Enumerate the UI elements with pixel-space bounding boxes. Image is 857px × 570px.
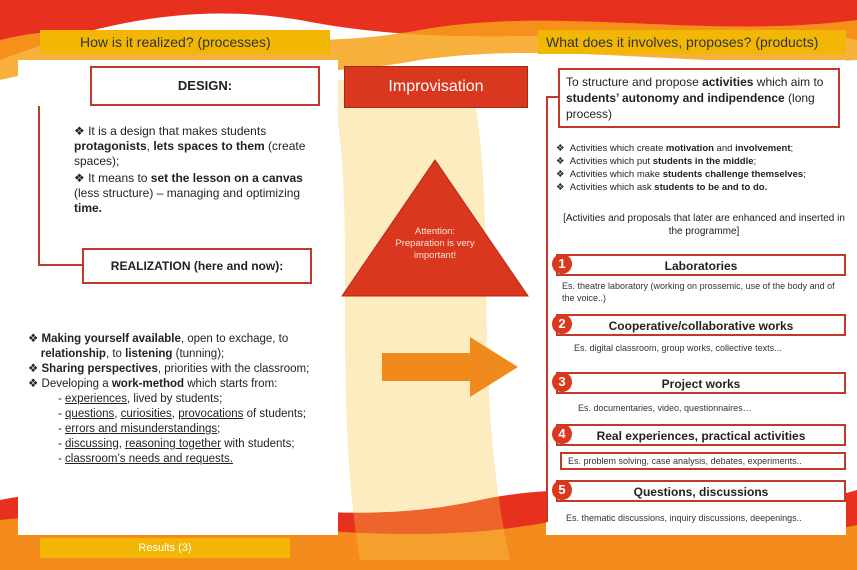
category-title: Project works (661, 377, 741, 391)
activity-item: ❖ Activities which put students in the m… (556, 156, 757, 167)
left-header: How is it realized? (processes) (40, 30, 330, 54)
design-title: DESIGN: (177, 78, 233, 93)
category-real-experiences: Real experiences, practical activities (556, 424, 846, 446)
method-sublist: - experiences, lived by students; - ques… (28, 392, 348, 467)
connector-line (546, 96, 548, 522)
attention-text: Attention: Preparation is very important… (395, 226, 475, 261)
activity-item: ❖ Activities which make students challen… (556, 169, 806, 180)
method-subitem: - errors and misunderstandings; (58, 423, 221, 435)
category-number: 1 (552, 254, 572, 274)
method-bullets: ❖ Making yourself available, open to exc… (28, 332, 348, 467)
design-bullets: ❖ It is a design that makes students pro… (74, 124, 324, 216)
design-bullet: ❖ It is a design that makes students pro… (74, 124, 306, 168)
category-title: Laboratories (664, 259, 738, 273)
category-title: Cooperative/collaborative works (608, 319, 794, 333)
activity-item: ❖ Activities which ask students to be an… (556, 182, 768, 193)
category-title: Questions, discussions (633, 485, 769, 499)
right-header-text: What does it involves, proposes? (produc… (546, 34, 819, 50)
method-subitem: - discussing, reasoning together with st… (58, 438, 295, 450)
left-header-text: How is it realized? (processes) (80, 34, 271, 50)
realization-box: REALIZATION (here and now): (82, 248, 312, 284)
method-subitem: - classroom’s needs and requests. (58, 453, 233, 465)
right-arrow-icon (382, 337, 518, 397)
method-bullet: ❖ Making yourself available, open to exc… (28, 333, 289, 360)
attention-triangle (341, 159, 529, 297)
left-panel (18, 60, 338, 535)
method-bullet: ❖ Sharing perspectives, priorities with … (28, 363, 310, 375)
category-example: Es. documentaries, video, questionnaires… (578, 403, 752, 413)
connector-line (546, 96, 560, 98)
category-number: 3 (552, 372, 572, 392)
improvisation-label: Improvisation (388, 78, 484, 95)
category-number: 4 (552, 424, 572, 444)
category-laboratories: Laboratories (556, 254, 846, 276)
category-number: 5 (552, 480, 572, 500)
category-cooperative: Cooperative/collaborative works (556, 314, 846, 336)
design-box: DESIGN: (90, 66, 320, 106)
results-tab[interactable]: Results (3) (40, 538, 290, 558)
intro-box: To structure and propose activities whic… (558, 68, 840, 128)
results-label: Results (3) (138, 542, 192, 554)
category-questions: Questions, discussions (556, 480, 846, 502)
activity-item: ❖ Activities which create motivation and… (556, 143, 794, 154)
activities-list: ❖ Activities which create motivation and… (556, 142, 848, 194)
improvisation-box: Improvisation (344, 66, 528, 108)
category-project-works: Project works (556, 372, 846, 394)
connector-line (38, 106, 40, 266)
activities-note: [Activities and proposals that later are… (563, 213, 845, 237)
design-bullet: ❖ It means to set the lesson on a canvas… (74, 171, 303, 215)
method-bullet: ❖ Developing a work-method which starts … (28, 378, 278, 390)
connector-line (38, 264, 82, 266)
category-title: Real experiences, practical activities (596, 429, 806, 443)
category-example: Es. thematic discussions, inquiry discus… (566, 513, 802, 523)
method-subitem: - questions, curiosities, provocations o… (58, 408, 307, 420)
category-example: Es. digital classroom, group works, coll… (574, 343, 782, 353)
right-header: What does it involves, proposes? (produc… (538, 30, 846, 54)
category-number: 2 (552, 314, 572, 334)
realization-title: REALIZATION (here and now): (110, 259, 284, 273)
method-subitem: - experiences, lived by students; (58, 393, 223, 405)
category-example: Es. theatre laboratory (working on pross… (562, 281, 835, 303)
category-example: Es. problem solving, case analysis, deba… (560, 452, 846, 470)
